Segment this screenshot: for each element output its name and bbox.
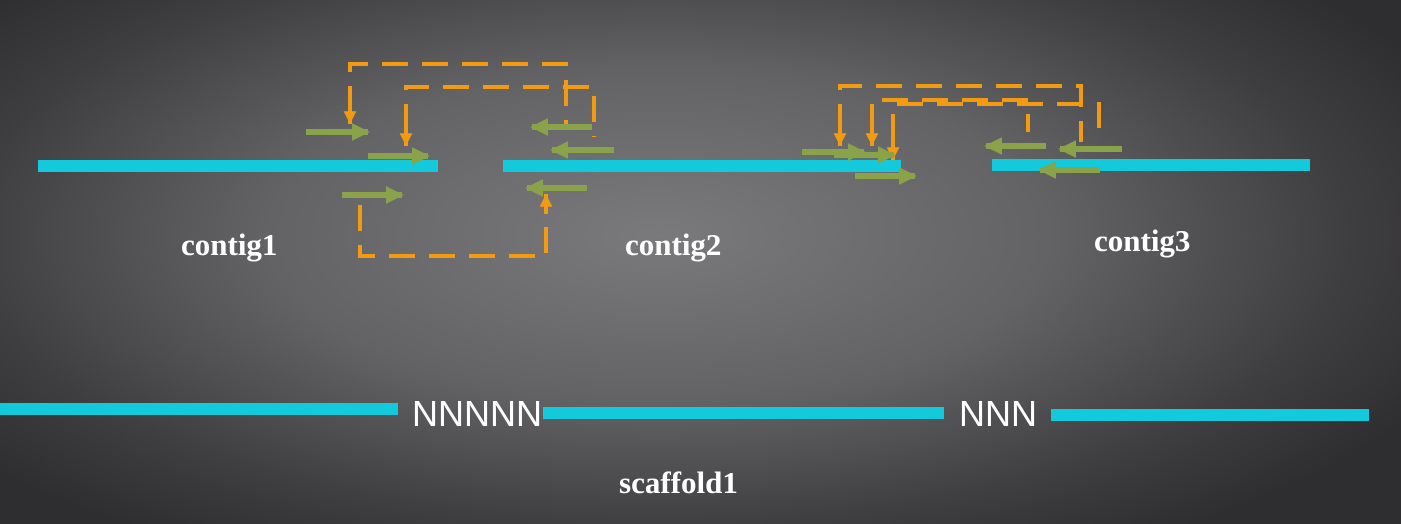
contig1-sequence [38,160,438,172]
link-path [891,102,1101,140]
scaffold-segment-2 [543,407,944,419]
contig2-sequence [503,160,901,172]
link-path [838,84,1083,142]
read-pair-links [306,62,1122,258]
link-contig1-contig2 [343,62,596,258]
contig3-label: contig3 [1094,223,1191,258]
contig2-label: contig2 [625,227,722,262]
reads [306,118,1122,204]
link-path [358,205,548,258]
link-contig2-contig3 [833,84,1101,160]
scaffold-segment-1 [0,403,398,415]
link-path [348,62,568,126]
scaffold-label: scaffold1 [619,465,738,500]
gap-nnnnn: NNNNN [412,393,542,434]
scaffold-segment-3 [1051,409,1369,421]
link-path [870,98,1030,132]
gap-nnn: NNN [959,393,1037,434]
contig1-label: contig1 [181,227,278,262]
link-path [404,85,596,137]
